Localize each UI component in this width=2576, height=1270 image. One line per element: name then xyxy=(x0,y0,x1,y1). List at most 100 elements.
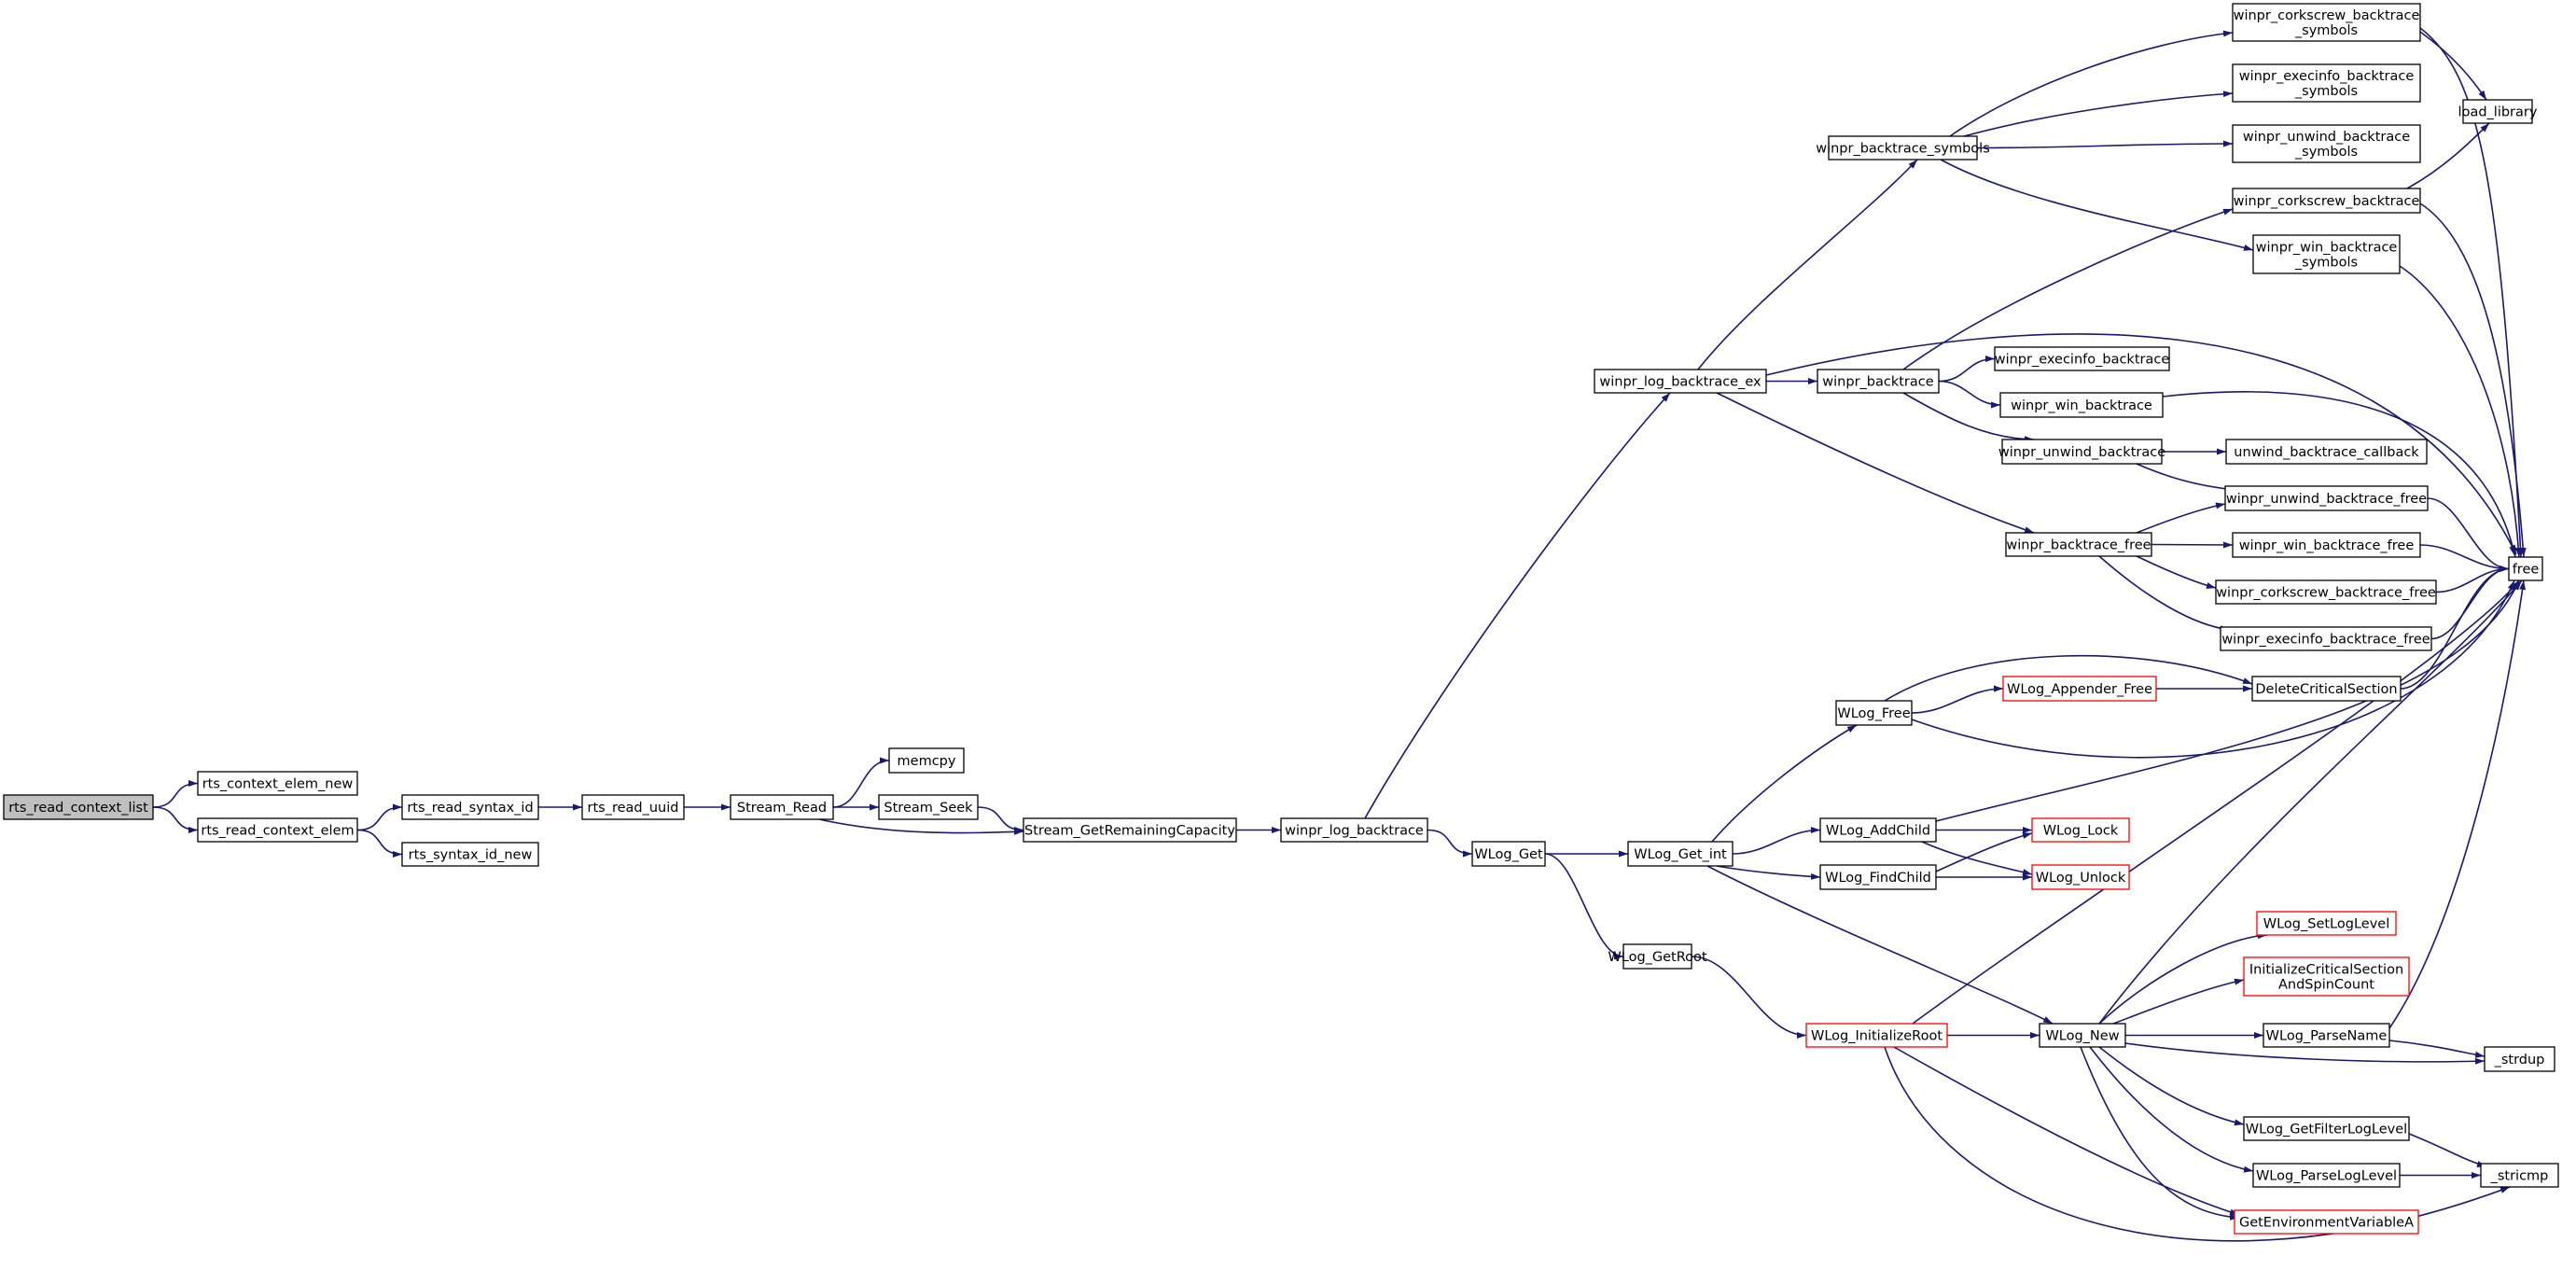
node-get-env[interactable]: GetEnvironmentVariableA xyxy=(2234,1209,2419,1235)
node-box xyxy=(878,794,979,820)
node-wlog-lock[interactable]: WLog_Lock xyxy=(2031,817,2130,843)
node-label: rts_read_syntax_id xyxy=(407,801,533,816)
node-wlog-findchild[interactable]: WLog_FindChild xyxy=(1819,864,1937,890)
edge-win-bt-symbols-to-free xyxy=(2399,265,2522,558)
edge-wlog-initroot-to-get-env xyxy=(1893,1046,2240,1216)
edge-bt-symbols-to-uw-bt-symbols xyxy=(1976,140,2234,149)
node-box xyxy=(2232,188,2421,214)
node-box xyxy=(1835,700,1913,726)
node-stream-grc[interactable]: Stream_GetRemainingCapacity xyxy=(1023,817,1237,843)
edge-log-bt-to-log-bt-ex xyxy=(1364,392,1671,819)
edge-read-ctx-elem-to-syntax-id-new xyxy=(356,829,403,858)
node-win-bt-symbols[interactable]: winpr_win_backtrace_symbols xyxy=(2252,234,2401,274)
edge-wlog-initroot-to-free xyxy=(1912,579,2520,1025)
node-uw-bt-free[interactable]: winpr_unwind_backtrace_free xyxy=(2224,485,2429,511)
node-backtrace[interactable]: winpr_backtrace xyxy=(1817,369,1940,394)
edge-uw-bt-to-uw-bt-free xyxy=(2136,463,2235,493)
node-ck-bt[interactable]: winpr_corkscrew_backtrace xyxy=(2232,188,2421,214)
node-wlog-appender-free[interactable]: WLog_Appender_Free xyxy=(2002,676,2157,702)
node-ei-bt[interactable]: winpr_execinfo_backtrace xyxy=(1994,346,2170,371)
node-ck-bt-symbols[interactable]: winpr_corkscrew_backtrace_symbols xyxy=(2232,3,2421,42)
node-label: WLog_Get xyxy=(1474,847,1543,862)
node-label: rts_read_context_elem xyxy=(201,824,354,839)
node-label: winpr_corkscrew_backtrace_free xyxy=(2216,586,2436,601)
node-strdup[interactable]: _strdup xyxy=(2484,1046,2555,1072)
node-box xyxy=(2508,556,2543,581)
node-box xyxy=(730,794,834,820)
node-bt-free[interactable]: winpr_backtrace_free xyxy=(2005,532,2152,557)
node-del-cs[interactable]: DeleteCriticalSection xyxy=(2251,676,2402,702)
node-read-syntax-id[interactable]: rts_read_syntax_id xyxy=(401,794,539,820)
node-box xyxy=(197,817,358,843)
node-parse-log-level[interactable]: WLog_ParseLogLevel xyxy=(2252,1163,2401,1188)
node-ctx-elem-new[interactable]: rts_context_elem_new xyxy=(197,771,358,796)
node-box xyxy=(197,771,358,796)
node-box xyxy=(2251,676,2402,702)
node-uw-bt[interactable]: winpr_unwind_backtrace xyxy=(1998,439,2165,465)
node-ck-bt-free[interactable]: winpr_corkscrew_backtrace_free xyxy=(2215,579,2437,605)
node-label: WLog_SetLogLevel xyxy=(2263,917,2389,932)
node-wlog-initroot[interactable]: WLog_InitializeRoot xyxy=(1805,1023,1948,1048)
node-box xyxy=(2232,532,2421,558)
node-stream-read[interactable]: Stream_Read xyxy=(730,794,834,820)
node-stream-seek[interactable]: Stream_Seek xyxy=(878,794,979,820)
node-wlog-free[interactable]: WLog_Free xyxy=(1835,700,1913,726)
edge-log-bt-ex-to-free xyxy=(1765,333,2517,555)
node-box xyxy=(1622,943,1692,970)
node-uw-bt-cb[interactable]: unwind_backtrace_callback xyxy=(2225,439,2428,465)
edge-ck-bt-to-free xyxy=(2419,202,2527,558)
node-box xyxy=(888,747,965,774)
node-win-bt[interactable]: winpr_win_backtrace xyxy=(1999,392,2164,418)
node-box xyxy=(2484,1046,2555,1072)
node-root[interactable]: rts_read_context_list xyxy=(3,794,154,820)
node-label: winpr_backtrace_symbols xyxy=(1816,142,1990,157)
node-label: winpr_unwind_backtrace_free xyxy=(2226,492,2427,507)
node-ei-bt-symbols[interactable]: winpr_execinfo_backtrace_symbols xyxy=(2232,63,2421,103)
node-wlog-getroot[interactable]: WLog_GetRoot xyxy=(1608,943,1707,970)
edge-bt-free-to-ck-bt-free xyxy=(2136,555,2217,589)
node-syntax-id-new[interactable]: rts_syntax_id_new xyxy=(401,842,539,867)
node-label: GetEnvironmentVariableA xyxy=(2239,1216,2414,1231)
node-read-uuid[interactable]: rts_read_uuid xyxy=(581,794,685,820)
node-box xyxy=(1819,864,1937,890)
node-box xyxy=(2263,1023,2390,1048)
node-get-filter[interactable]: WLog_GetFilterLogLevel xyxy=(2243,1116,2410,1141)
node-set-log-level[interactable]: WLog_SetLogLevel xyxy=(2256,911,2397,936)
node-win-bt-free[interactable]: winpr_win_backtrace_free xyxy=(2232,532,2421,558)
node-box xyxy=(1805,1023,1948,1048)
node-label: WLog_ParseLogLevel xyxy=(2256,1169,2397,1184)
edge-bt-free-to-ei-bt-free xyxy=(2098,555,2231,633)
node-wlog-addchild[interactable]: WLog_AddChild xyxy=(1819,817,1937,843)
node-uw-bt-symbols[interactable]: winpr_unwind_backtrace_symbols xyxy=(2232,124,2421,163)
node-wlog-unlock[interactable]: WLog_Unlock xyxy=(2031,864,2130,890)
node-read-ctx-elem[interactable]: rts_read_context_elem xyxy=(197,817,358,843)
edge-wlog-new-to-parse-log-level xyxy=(2089,1046,2254,1173)
node-memcpy[interactable]: memcpy xyxy=(888,747,965,774)
edge-wlog-get-int-to-wlog-findchild xyxy=(1716,865,1821,880)
node-load-library[interactable]: load_library xyxy=(2458,99,2538,124)
node-label: _symbols xyxy=(2294,256,2358,271)
edge-backtrace-to-uw-bt xyxy=(1902,392,2035,443)
node-stricmp[interactable]: _stricmp xyxy=(2480,1163,2559,1188)
edge-wlog-get-int-to-wlog-addchild xyxy=(1732,827,1821,855)
node-box xyxy=(1471,841,1546,867)
node-label: WLog_Appender_Free xyxy=(2007,682,2152,697)
edge-parse-name-to-strdup xyxy=(2388,1040,2485,1058)
node-ei-bt-free[interactable]: winpr_execinfo_backtrace_free xyxy=(2220,626,2432,651)
edge-bt-symbols-to-win-bt-symbols xyxy=(1940,159,2254,251)
edge-wlog-findchild-to-wlog-lock xyxy=(1935,832,2033,872)
node-label: winpr_execinfo_backtrace_free xyxy=(2221,633,2430,648)
node-wlog-get-int[interactable]: WLog_Get_int xyxy=(1627,841,1734,867)
node-label: WLog_GetRoot xyxy=(1608,950,1706,965)
node-log-bt[interactable]: winpr_log_backtrace xyxy=(1280,817,1428,843)
node-wlog-new[interactable]: WLog_New xyxy=(2039,1023,2126,1048)
edge-root-to-ctx-elem-new xyxy=(152,780,199,808)
edge-ck-bt-symbols-to-load-library xyxy=(2419,31,2487,101)
edge-parse-name-to-free xyxy=(2388,579,2527,1029)
node-bt-symbols[interactable]: winpr_backtrace_symbols xyxy=(1816,135,1990,160)
node-free[interactable]: free xyxy=(2508,556,2543,581)
node-wlog-get[interactable]: WLog_Get xyxy=(1471,841,1546,867)
node-log-bt-ex[interactable]: winpr_log_backtrace_ex xyxy=(1594,369,1767,394)
node-parse-name[interactable]: WLog_ParseName xyxy=(2263,1023,2390,1048)
